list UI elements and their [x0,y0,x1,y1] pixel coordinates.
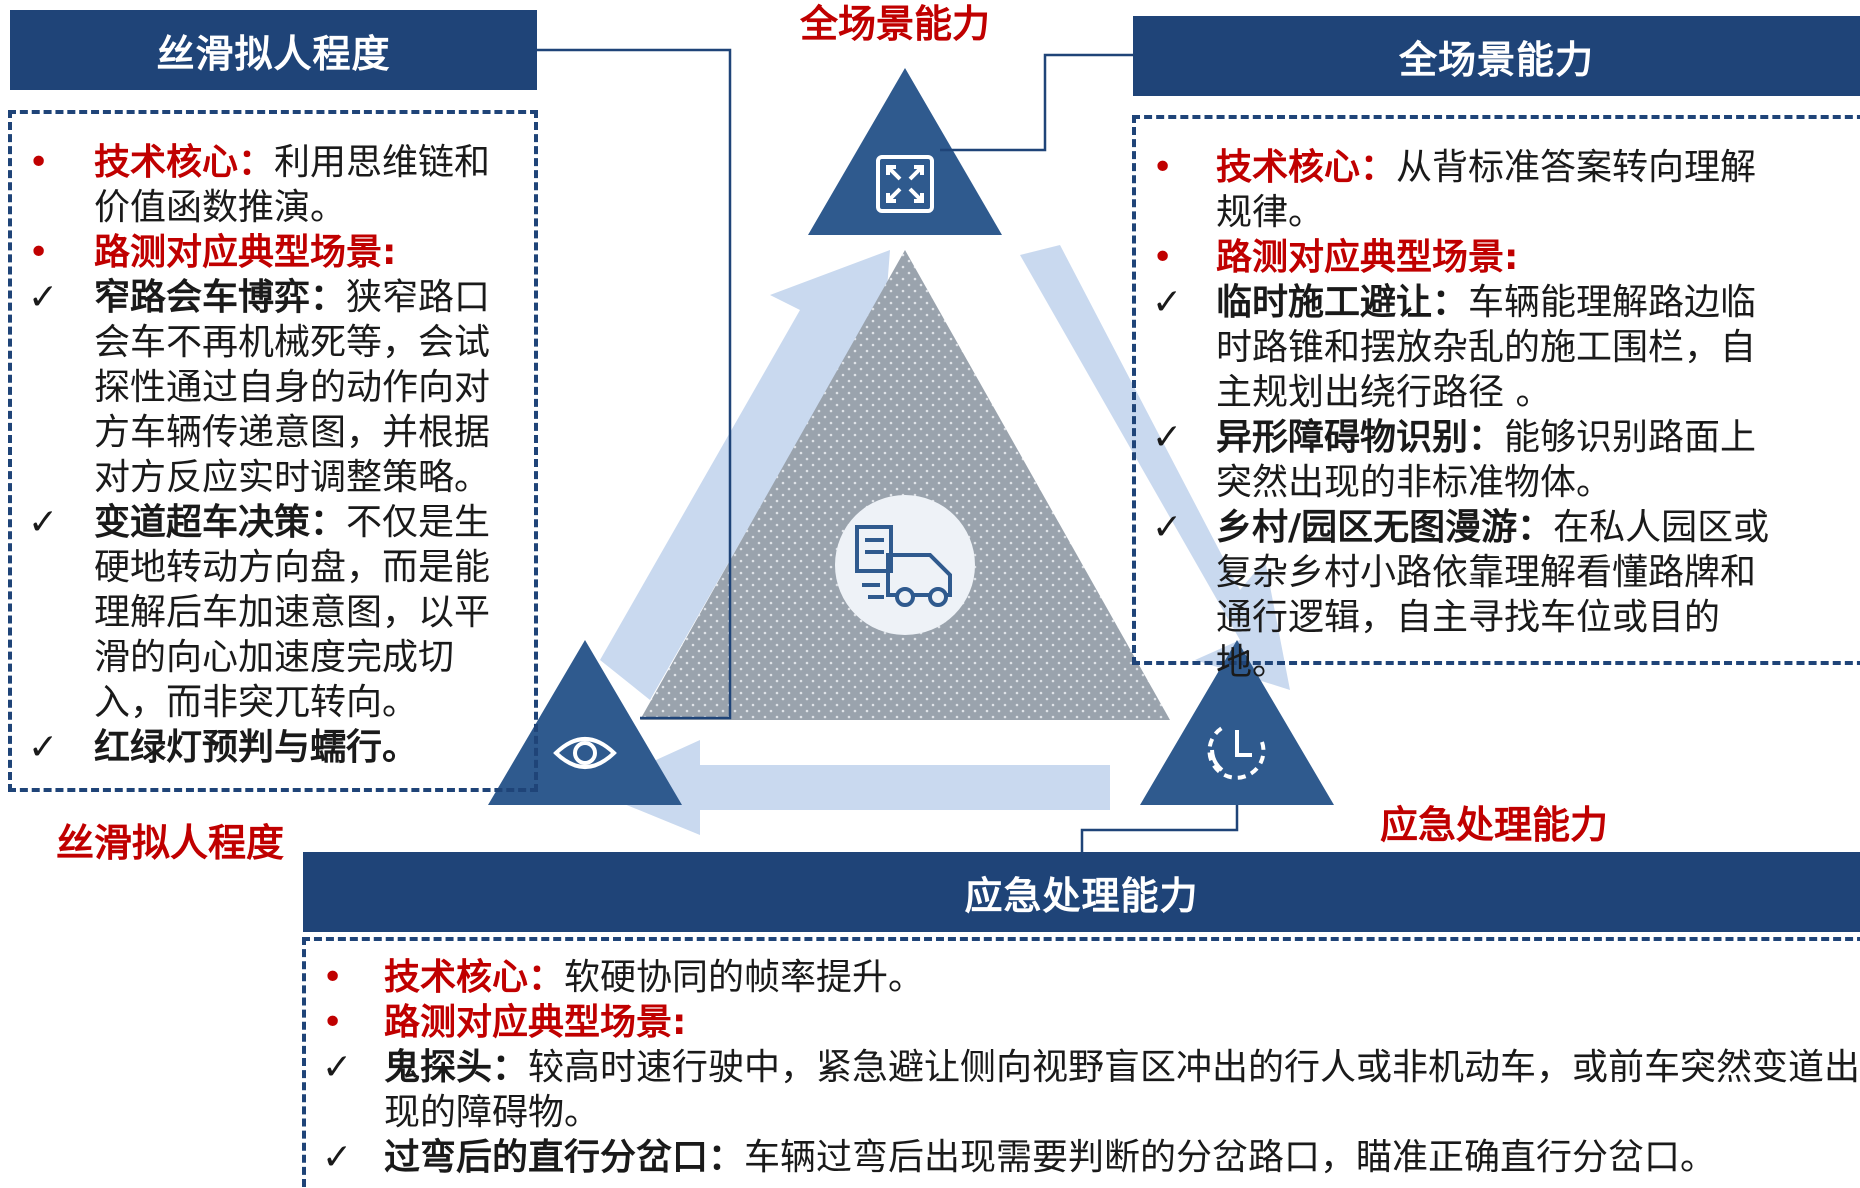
scene-sep: ： [708,1137,745,1178]
bullet-mark: • [1152,237,1174,278]
core-line: • 技术核心：软硬协同的帧率提升。 [322,955,1860,1000]
expand-icon [876,155,934,213]
core-sep: ： [238,142,275,183]
left-outer-label: 丝滑拟人程度 [56,821,285,865]
scene-text: 能够识别路面上突然出现的非标准物体。 [1216,417,1757,503]
bottom-panel-title: 应急处理能力 [303,852,1860,932]
left-panel-title: 丝滑拟人程度 [10,10,537,90]
check-mark: ✓ [28,502,59,543]
core-sep: ： [528,957,565,998]
bottom-panel-content: • 技术核心：软硬协同的帧率提升。 • 路测对应典型场景: ✓ 鬼探头：较高时速… [322,955,1860,1180]
right-outer-label: 应急处理能力 [1380,803,1609,847]
scene-text: 较高时速行驶中，紧急避让侧向视野盲区冲出的行人或非机动车，或前车突然变道出现的障… [384,1047,1860,1133]
arrow-top-to-right [1020,245,1290,690]
scene-title: 窄路会车博弈 [94,277,311,318]
arrow-right-to-left [590,740,1110,835]
bullet-mark: • [1152,147,1174,188]
scene-title: 鬼探头 [384,1047,493,1088]
scene-text: 车辆能理解路边临时路锥和摆放杂乱的施工围栏，自主规划出绕行路径 。 [1216,282,1757,413]
scene-sep: ： [492,1047,529,1088]
check-mark: ✓ [28,277,59,318]
center-triangle [640,250,1170,720]
scene-item: ✓ 鬼探头：较高时速行驶中，紧急避让侧向视野盲区冲出的行人或非机动车，或前车突然… [322,1045,1860,1135]
core-label: 技术核心 [1216,147,1361,188]
scenes-label: 路测对应典型场景: [1216,237,1519,278]
core-text: 软硬协同的帧率提升。 [564,957,925,998]
core-line: • 技术核心：从背标准答案转向理解规律。 [1152,145,1772,235]
top-center-label: 全场景能力 [800,2,991,46]
scene-item: ✓ 异形障碍物识别：能够识别路面上突然出现的非标准物体。 [1152,415,1772,505]
scene-title: 过弯后的直行分岔口 [384,1137,709,1178]
bullet-mark: • [322,957,344,998]
scenes-label: 路测对应典型场景: [384,1002,687,1043]
arrow-left-to-top [600,250,890,700]
car-delivery-icon [835,495,975,635]
connector-lines [537,48,1239,852]
scene-text: 车辆过弯后出现需要判断的分岔路口，瞄准正确直行分岔口。 [744,1137,1717,1178]
scene-sep: ： [1468,417,1505,458]
bullet-mark: • [28,232,50,273]
check-mark: ✓ [1152,507,1183,548]
core-label: 技术核心 [384,957,529,998]
scenes-line: • 路测对应典型场景: [322,1000,1860,1045]
bullet-mark: • [322,1002,344,1043]
timer-icon [1207,726,1266,780]
scene-item: ✓ 乡村/园区无图漫游：在私人园区或复杂乡村小路依靠理解看懂路牌和通行逻辑，自主… [1152,505,1772,685]
check-mark: ✓ [1152,417,1183,458]
scenes-line: • 路测对应典型场景: [28,230,518,275]
right-corner-triangle [1140,640,1334,805]
scene-text: 狭窄路口会车不再机械死等，会试探性通过自身的动作向对方车辆传递意图，并根据对方反… [94,277,491,498]
scene-item: ✓ 窄路会车博弈：狭窄路口会车不再机械死等，会试探性通过自身的动作向对方车辆传递… [28,275,518,500]
scene-text: 在私人园区或复杂乡村小路依靠理解看懂路牌和通行逻辑，自主寻找车位或目的地。 [1216,507,1770,683]
eye-icon [553,737,617,769]
core-text: 利用思维链和价值函数推演。 [94,142,491,228]
scene-sep: ： [310,277,347,318]
scene-item: ✓ 过弯后的直行分岔口：车辆过弯后出现需要判断的分岔路口，瞄准正确直行分岔口。 [322,1135,1860,1180]
core-line: • 技术核心：利用思维链和价值函数推演。 [28,140,518,230]
core-label: 技术核心 [94,142,239,183]
check-mark: ✓ [322,1137,353,1178]
scene-title: 变道超车决策 [94,502,311,543]
scene-text: 不仅是生硬地转动方向盘，而是能理解后车加速意图，以平滑的向心加速度完成切入，而非… [94,502,491,723]
scene-sep: ： [1517,507,1554,548]
core-text: 从背标准答案转向理解规律。 [1216,147,1757,233]
bottom-panel-box: • 技术核心：软硬协同的帧率提升。 • 路测对应典型场景: ✓ 鬼探头：较高时速… [302,937,1860,1187]
scene-sep: ： [310,502,347,543]
bullet-mark: • [28,142,50,183]
right-panel-content: • 技术核心：从背标准答案转向理解规律。 • 路测对应典型场景: ✓ 临时施工避… [1152,145,1772,685]
scene-title: 红绿灯预判与蠕行。 [94,727,419,768]
top-corner-triangle [808,68,1002,235]
scene-item: ✓ 临时施工避让：车辆能理解路边临时路锥和摆放杂乱的施工围栏，自主规划出绕行路径… [1152,280,1772,415]
check-mark: ✓ [1152,282,1183,323]
scene-item: ✓ 变道超车决策：不仅是生硬地转动方向盘，而是能理解后车加速意图，以平滑的向心加… [28,500,518,725]
left-panel-content: • 技术核心：利用思维链和价值函数推演。 • 路测对应典型场景: ✓ 窄路会车博… [28,140,518,770]
scenes-line: • 路测对应典型场景: [1152,235,1772,280]
cycle-arrows [590,245,1290,835]
scene-item: ✓ 红绿灯预判与蠕行。 [28,725,518,770]
scene-sep: ： [1432,282,1469,323]
right-panel-title: 全场景能力 [1133,16,1860,96]
right-panel-box: • 技术核心：从背标准答案转向理解规律。 • 路测对应典型场景: ✓ 临时施工避… [1132,115,1860,683]
left-panel-box: • 技术核心：利用思维链和价值函数推演。 • 路测对应典型场景: ✓ 窄路会车博… [8,110,538,792]
scene-title: 临时施工避让 [1216,282,1433,323]
scenes-label: 路测对应典型场景: [94,232,397,273]
scene-title: 异形障碍物识别 [1216,417,1469,458]
check-mark: ✓ [28,727,59,768]
check-mark: ✓ [322,1047,353,1088]
core-sep: ： [1360,147,1397,188]
scene-title: 乡村/园区无图漫游 [1216,507,1518,548]
